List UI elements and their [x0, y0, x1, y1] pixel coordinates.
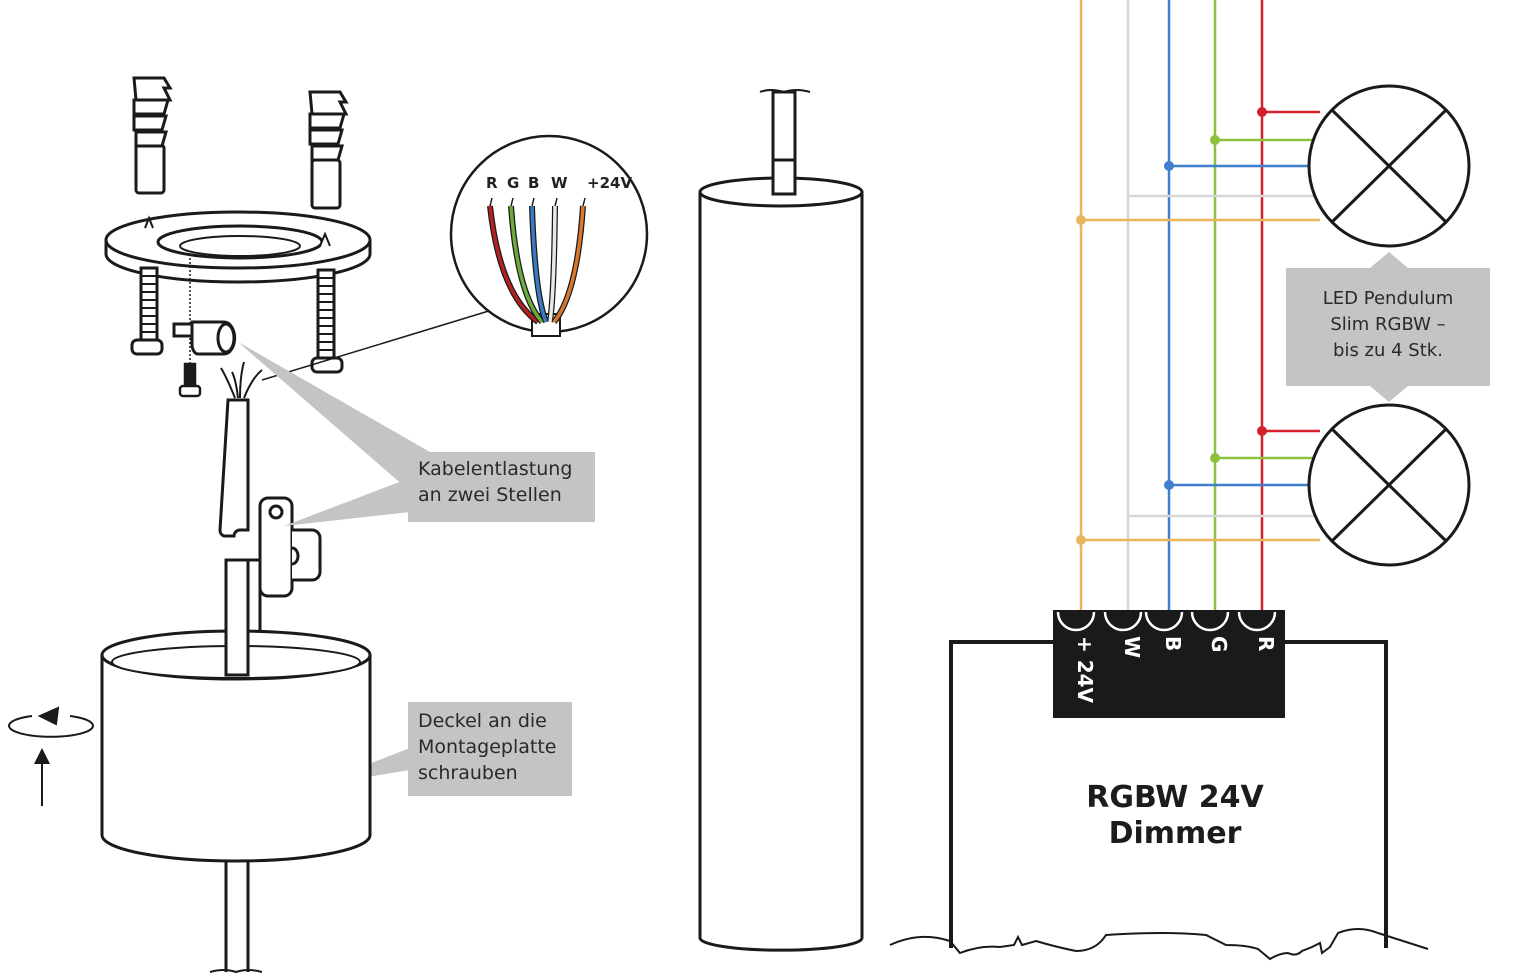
callout-lamp: LED Pendulum Slim RGBW – bis zu 4 Stk. [1286, 268, 1490, 386]
callout-strain-relief: Kabelentlastung an zwei Stellen [408, 452, 595, 522]
terminal-label: G [1207, 636, 1231, 652]
callout-line: Deckel an die [418, 710, 547, 732]
lid-cylinder [100, 558, 372, 974]
lamp-symbol-2 [1307, 403, 1471, 567]
dimmer-title-line: RGBW 24V [1086, 780, 1264, 815]
callout-line: Montageplatte [418, 736, 557, 758]
terminal-connectors: + 24V W B G R [1056, 611, 1278, 704]
pendant-tube [698, 89, 864, 952]
junction-dot-1-0 [1076, 215, 1086, 225]
junction-dot-2-4 [1257, 426, 1267, 436]
junction-dot-2-3 [1210, 453, 1220, 463]
wall-plug-right [308, 90, 349, 210]
wire-label-24v: +24V [587, 174, 632, 192]
junction-dot-1-2 [1164, 161, 1174, 171]
junction-dot-2-2 [1164, 480, 1174, 490]
callout-line: bis zu 4 Stk. [1333, 340, 1443, 361]
cable-clamp [172, 320, 237, 356]
callout-pointer-strain-top [238, 342, 430, 500]
terminal-label: R [1254, 636, 1278, 651]
lamp-symbol-1 [1307, 84, 1471, 248]
terminal-socket [1190, 611, 1230, 632]
wall-plug-left [132, 76, 173, 195]
callout-lid: Deckel an die Montageplatte schrauben [408, 702, 572, 796]
terminal-label: B [1161, 636, 1185, 651]
wire-g [509, 205, 544, 324]
callout-line: Kabelentlastung [418, 458, 573, 480]
callout-line: LED Pendulum [1322, 288, 1454, 309]
wire-w [548, 205, 557, 323]
callout-line: schrauben [418, 762, 518, 784]
wire-b [530, 205, 548, 323]
wire-label-g: G [507, 174, 519, 192]
broken-edge [889, 928, 1429, 961]
terminal-socket [1237, 611, 1277, 632]
cable-upper [218, 361, 263, 538]
wire-label-w: W [551, 174, 568, 192]
callout-pointer-lamp-top [1370, 252, 1408, 268]
wiring-schematic [1076, 0, 1320, 612]
terminal-socket [1103, 611, 1143, 632]
wire-tip [582, 197, 586, 207]
dimmer-title: RGBW 24V Dimmer [1000, 780, 1350, 852]
rotate-arrow-icon [8, 706, 94, 738]
callout-pointer-lamp-bottom [1370, 386, 1408, 402]
wire-label-r: R [486, 174, 498, 192]
small-screw [178, 362, 202, 398]
junction-dot-1-4 [1257, 107, 1267, 117]
terminal-label: W [1120, 636, 1144, 658]
wire-tip [510, 197, 514, 207]
mounting-plate [104, 210, 372, 284]
wire-tip [531, 197, 535, 207]
wire-tip [554, 197, 558, 207]
callout-line: Slim RGBW – [1330, 314, 1446, 335]
terminal-label: + 24V [1073, 636, 1097, 704]
detail-pointer-line [261, 309, 493, 381]
dimmer-title-line: Dimmer [1108, 816, 1242, 851]
terminal-socket [1056, 611, 1096, 632]
screw-left [130, 266, 164, 356]
terminal-socket [1144, 611, 1184, 632]
wire-label-b: B [528, 174, 539, 192]
wire-r [488, 205, 540, 324]
callout-pointer-strain-clip [284, 478, 410, 526]
wire-24v [552, 205, 585, 324]
screw-right [310, 268, 344, 374]
wire-tip [489, 197, 493, 207]
up-arrow-icon [34, 748, 50, 806]
callout-line: an zwei Stellen [418, 484, 562, 506]
junction-dot-1-3 [1210, 135, 1220, 145]
junction-dot-2-0 [1076, 535, 1086, 545]
